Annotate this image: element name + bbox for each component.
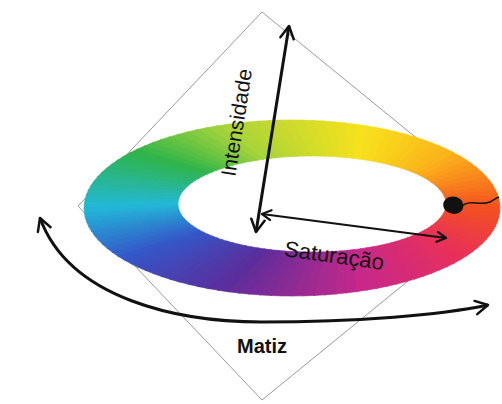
axis-label: Intensidade (217, 67, 255, 178)
hue-arrow (40, 218, 488, 322)
hue-ring (84, 120, 500, 296)
saturation-arrow (262, 214, 446, 238)
intensity-arrow (256, 26, 289, 232)
axis-label: Saturação (283, 238, 385, 274)
axis-label: Matiz (237, 336, 287, 356)
color-point (443, 197, 463, 214)
pointer-line (462, 197, 499, 206)
diamond-outline (78, 12, 500, 400)
